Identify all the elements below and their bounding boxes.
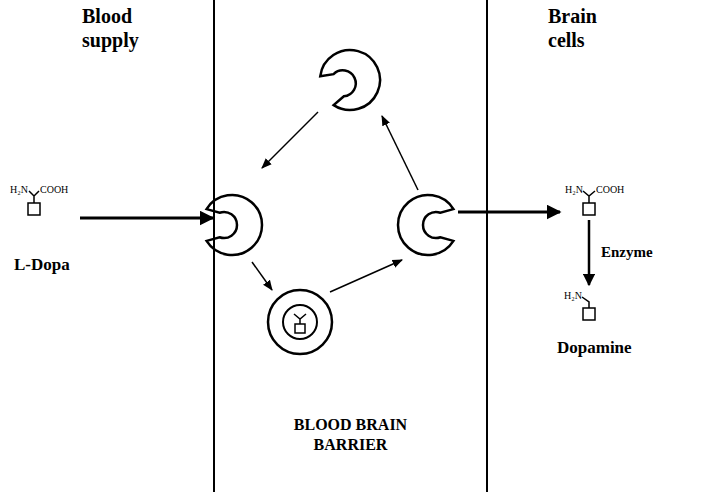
- barrier-label: BLOOD BRAIN BARRIER: [215, 415, 486, 455]
- carrier-proteins: [207, 50, 454, 255]
- chemical-group: COOH: [40, 184, 68, 195]
- l-dopa-molecule: H₂N COOH: [560, 178, 632, 220]
- closed-carrier: [268, 290, 332, 354]
- carrier-protein: [320, 50, 380, 110]
- reaction-label: Enzyme: [601, 244, 653, 261]
- cycle-arrows: [252, 112, 418, 292]
- carrier-protein: [398, 195, 453, 255]
- exit-arrow-start: [458, 211, 488, 214]
- region-heading: Blood supply: [82, 4, 172, 52]
- molecule-name: Dopamine: [557, 339, 632, 358]
- chemical-group: H₂N: [564, 290, 582, 301]
- chemical-group: COOH: [596, 184, 624, 195]
- l-dopa-molecule: H₂N COOH L-Dopa: [8, 178, 80, 278]
- transport-arrow: [80, 217, 213, 220]
- chemical-group: H₂N: [10, 184, 28, 195]
- dopamine-molecule: H₂N Dopamine: [555, 285, 650, 365]
- barrier-box: BLOOD BRAIN BARRIER: [213, 0, 488, 492]
- chemical-group: H₂N: [565, 184, 583, 195]
- molecule-bonds: [28, 191, 595, 320]
- molecule-name: L-Dopa: [14, 256, 70, 275]
- transport-arrow: [488, 211, 560, 214]
- region-heading: Brain cells: [548, 4, 628, 52]
- transport-arrow: [588, 220, 591, 285]
